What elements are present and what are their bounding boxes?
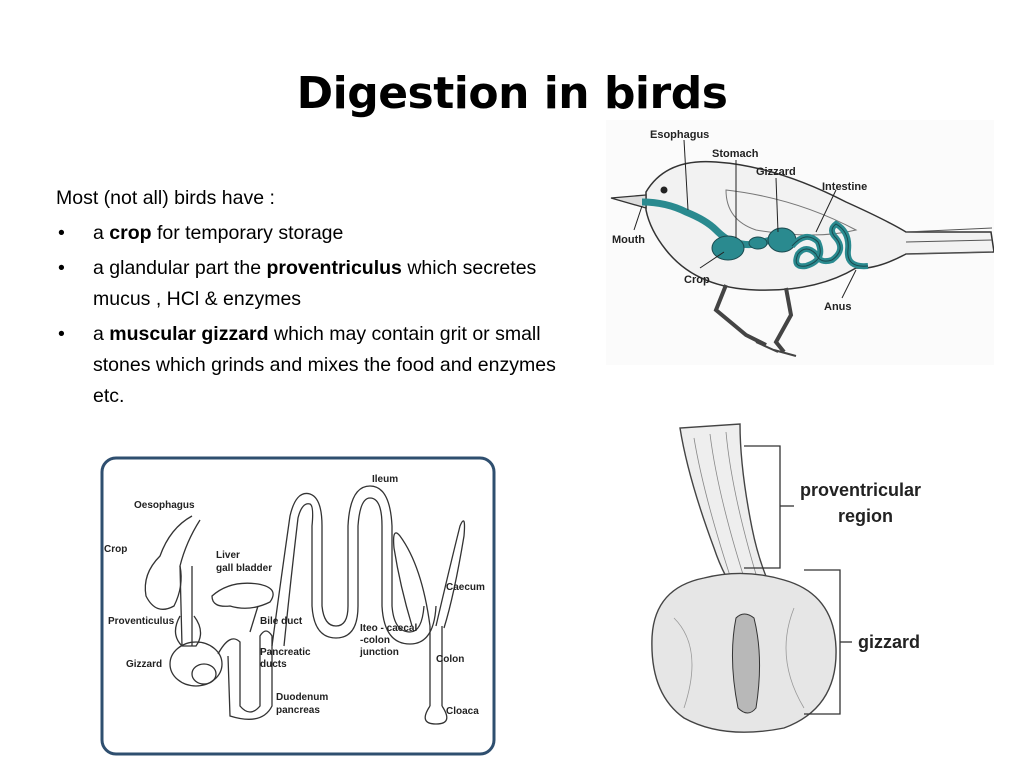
label-proventiculus: Proventiculus <box>108 616 175 627</box>
bullet-text: a <box>93 323 110 345</box>
slide-title: Digestion in birds <box>296 68 728 119</box>
bullet-bold: proventriculus <box>266 257 402 279</box>
label-stomach: Stomach <box>712 148 759 160</box>
label-proventricular: proventricular <box>800 480 921 500</box>
label-gall-bladder: gall bladder <box>216 563 272 574</box>
label-liver: Liver <box>216 550 240 561</box>
label-duodenum: Duodenum <box>276 692 328 703</box>
bullet-gizzard: • a muscular gizzard which may contain g… <box>56 319 586 412</box>
bullet-crop: • a crop for temporary storage <box>56 218 586 249</box>
bullet-text: which may contain grit or small stones w… <box>93 323 556 407</box>
bullet-bold: crop <box>109 222 152 244</box>
bullet-text: a <box>93 222 110 244</box>
label-ileo-colon: -colon <box>360 635 390 646</box>
bullet-proventriculus: • a glandular part the proventriculus wh… <box>56 253 586 315</box>
bullet-icon: • <box>58 222 65 244</box>
bullet-icon: • <box>58 323 65 345</box>
label-cloaca: Cloaca <box>446 706 479 717</box>
label-ileum: Ileum <box>372 474 398 485</box>
label-mouth: Mouth <box>612 234 645 246</box>
label-bile-duct: Bile duct <box>260 616 303 627</box>
label-pancreatic: Pancreatic <box>260 647 311 658</box>
intro-text: Most (not all) birds have : <box>56 187 275 209</box>
label-crop: Crop <box>684 274 710 286</box>
label-ducts: ducts <box>260 659 287 670</box>
slide-body: Most (not all) birds have : • a crop for… <box>56 183 586 416</box>
bird-digestive-diagram: Esophagus Stomach Gizzard Intestine Mout… <box>606 120 994 365</box>
bullet-text: a glandular part the <box>93 257 267 279</box>
label-esophagus: Esophagus <box>650 129 709 141</box>
label-gizzard: Gizzard <box>756 166 796 178</box>
gizzard-diagram: proventricular region gizzard <box>644 418 950 740</box>
bullet-bold: muscular gizzard <box>109 323 269 345</box>
label-ileo-caecal: Iteo - caecal <box>360 623 417 634</box>
bullet-icon: • <box>58 257 65 279</box>
label-gizzard: gizzard <box>858 632 920 652</box>
bullet-text: for temporary storage <box>151 222 344 244</box>
label-oesophagus: Oesophagus <box>134 500 195 511</box>
label-intestine: Intestine <box>822 181 867 193</box>
label-caecum: Caecum <box>446 582 485 593</box>
bullet-text: which secretes mucus , HCl & enzymes <box>93 257 537 310</box>
label-region: region <box>838 506 893 526</box>
label-colon: Colon <box>436 654 464 665</box>
digestive-tract-diagram: Oesophagus Crop Liver gall bladder Prove… <box>100 456 496 756</box>
label-gizzard: Gizzard <box>126 659 162 670</box>
label-anus: Anus <box>824 301 852 313</box>
label-pancreas: pancreas <box>276 705 320 716</box>
label-crop: Crop <box>104 544 127 555</box>
bullet-list: • a crop for temporary storage • a gland… <box>56 218 586 412</box>
label-ileo-junction: junction <box>359 647 399 658</box>
